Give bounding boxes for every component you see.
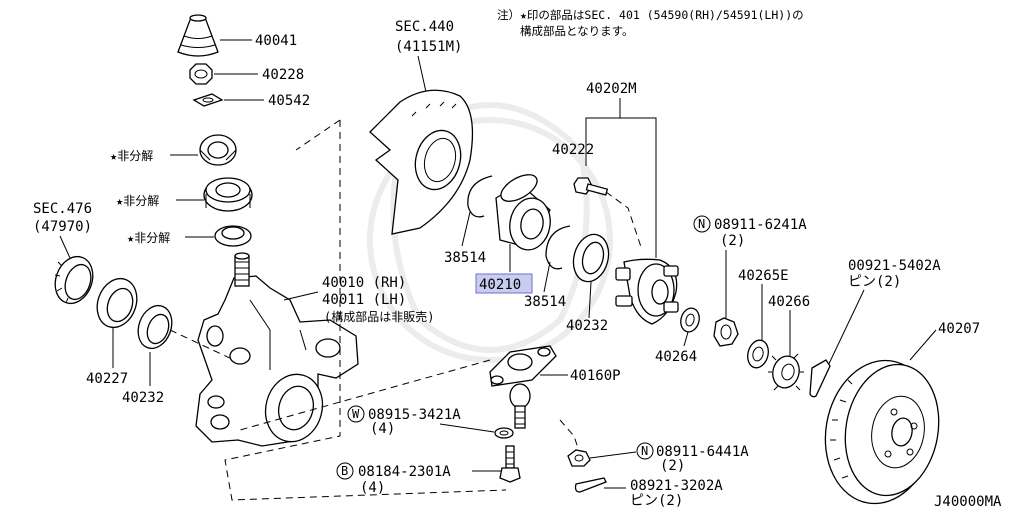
prefix-n-circle-1: N [693,215,711,233]
wheel-bearing-40210[interactable] [495,169,554,253]
part-number-08915-3421a[interactable]: 08915-3421A [368,407,461,423]
part-number-40232-right[interactable]: 40232 [566,318,608,334]
part-number-40542[interactable]: 40542 [268,93,310,109]
disc-rotor-40207[interactable] [814,352,948,510]
knuckle-not-sold-note: (構成部品は非販売) [324,309,434,324]
section-ref-440-code[interactable]: (41151M) [395,39,462,55]
part-number-40011-lh[interactable]: 40011 (LH) [322,292,406,308]
qty-08915-3421a: (4) [370,421,395,437]
seal-non-disassembly-3[interactable] [214,225,252,247]
part-number-40264[interactable]: 40264 [655,349,697,365]
diagram-id: J40000MA [934,494,1002,510]
prefix-w-circle: W [347,405,365,423]
svg-text:N: N [698,217,705,231]
hub-bolt-40222[interactable] [573,177,609,196]
part-number-08184-2301a[interactable]: 08184-2301A [358,464,451,480]
nut-08911-6441a[interactable] [567,449,591,467]
prefix-n-circle-2: N [636,442,654,460]
part-number-40232-left[interactable]: 40232 [122,390,164,406]
baffle-plate-41151m[interactable] [369,89,474,235]
bearing-non-disassembly-1[interactable] [199,134,237,166]
abs-sensor-rotor-47970[interactable] [49,251,99,308]
part-number-40222[interactable]: 40222 [552,142,594,158]
prefix-b-circle: B [336,462,354,480]
cotter-pin-00921-5402a[interactable] [809,359,831,398]
part-number-40210[interactable]: 40210 [479,277,521,293]
ball-joint-40160p[interactable] [489,345,557,429]
snap-ring-40232-right[interactable] [568,230,613,285]
part-number-38514-upper[interactable]: 38514 [444,250,486,266]
grease-seal-40227[interactable] [91,273,144,333]
qty-08911-6441a: (2) [660,458,685,474]
svg-text:W: W [352,407,360,421]
washer-40264[interactable] [678,306,702,334]
part-number-40227[interactable]: 40227 [86,371,128,387]
non-disassembly-label-3: ★非分解 [127,231,170,245]
part-number-40010-rh[interactable]: 40010 (RH) [322,275,406,291]
washer-40542[interactable] [192,93,224,107]
wheel-hub-40202m[interactable] [615,258,679,325]
nut-40228[interactable] [189,63,213,85]
non-disassembly-label-2: ★非分解 [116,194,159,208]
washer-40265e[interactable] [745,338,772,370]
section-ref-440[interactable]: SEC.440 [395,19,454,35]
part-number-40041[interactable]: 40041 [255,33,297,49]
part-number-40228[interactable]: 40228 [262,67,304,83]
qty-08911-6241a: (2) [720,233,745,249]
qty-00921-5402a: ピン(2) [848,274,901,290]
part-number-08911-6241a[interactable]: 08911-6241A [714,217,807,233]
part-number-00921-5402a[interactable]: 00921-5402A [848,258,941,274]
snap-ring-38514-lower[interactable] [545,225,571,270]
bearing-non-disassembly-2[interactable] [203,177,253,212]
part-number-40202m[interactable]: 40202M [586,81,637,97]
section-ref-476[interactable]: SEC.476 [33,201,92,217]
bolt-08184-2301a[interactable] [499,445,521,483]
part-number-38514-lower[interactable]: 38514 [524,294,566,310]
steering-knuckle[interactable] [195,275,359,448]
part-number-08911-6441a[interactable]: 08911-6441A [656,444,749,460]
cotter-pin-08921-3202a[interactable] [574,477,607,493]
snap-ring-40232-left[interactable] [132,301,177,353]
knuckle-stud [234,252,250,287]
highlight-40210 [475,273,533,294]
qty-08921-3202a: ピン(2) [630,493,683,509]
snap-ring-38514-upper[interactable] [467,175,493,218]
svg-text:B: B [341,464,348,478]
dust-boot-40041[interactable] [177,14,219,57]
non-disassembly-label-1: ★非分解 [110,149,153,163]
part-number-08921-3202a[interactable]: 08921-3202A [630,478,723,494]
part-number-40160p[interactable]: 40160P [570,368,621,384]
qty-08184-2301a: (4) [360,480,385,496]
part-number-40265e[interactable]: 40265E [738,268,789,284]
hub-nut-08911-6241a[interactable] [713,317,739,347]
part-number-40266[interactable]: 40266 [768,294,810,310]
part-number-40207[interactable]: 40207 [938,321,980,337]
svg-text:N: N [641,444,648,458]
footnote-line-1: 注）★印の部品はSEC. 401 (54590(RH)/54591(LH))の [497,8,804,22]
lock-nut-cap-40266[interactable] [768,353,804,391]
footnote-line-2: 構成部品となります。 [520,24,634,38]
section-ref-476-code[interactable]: (47970) [33,219,92,235]
lock-washer-08915-3421a[interactable] [494,427,514,439]
